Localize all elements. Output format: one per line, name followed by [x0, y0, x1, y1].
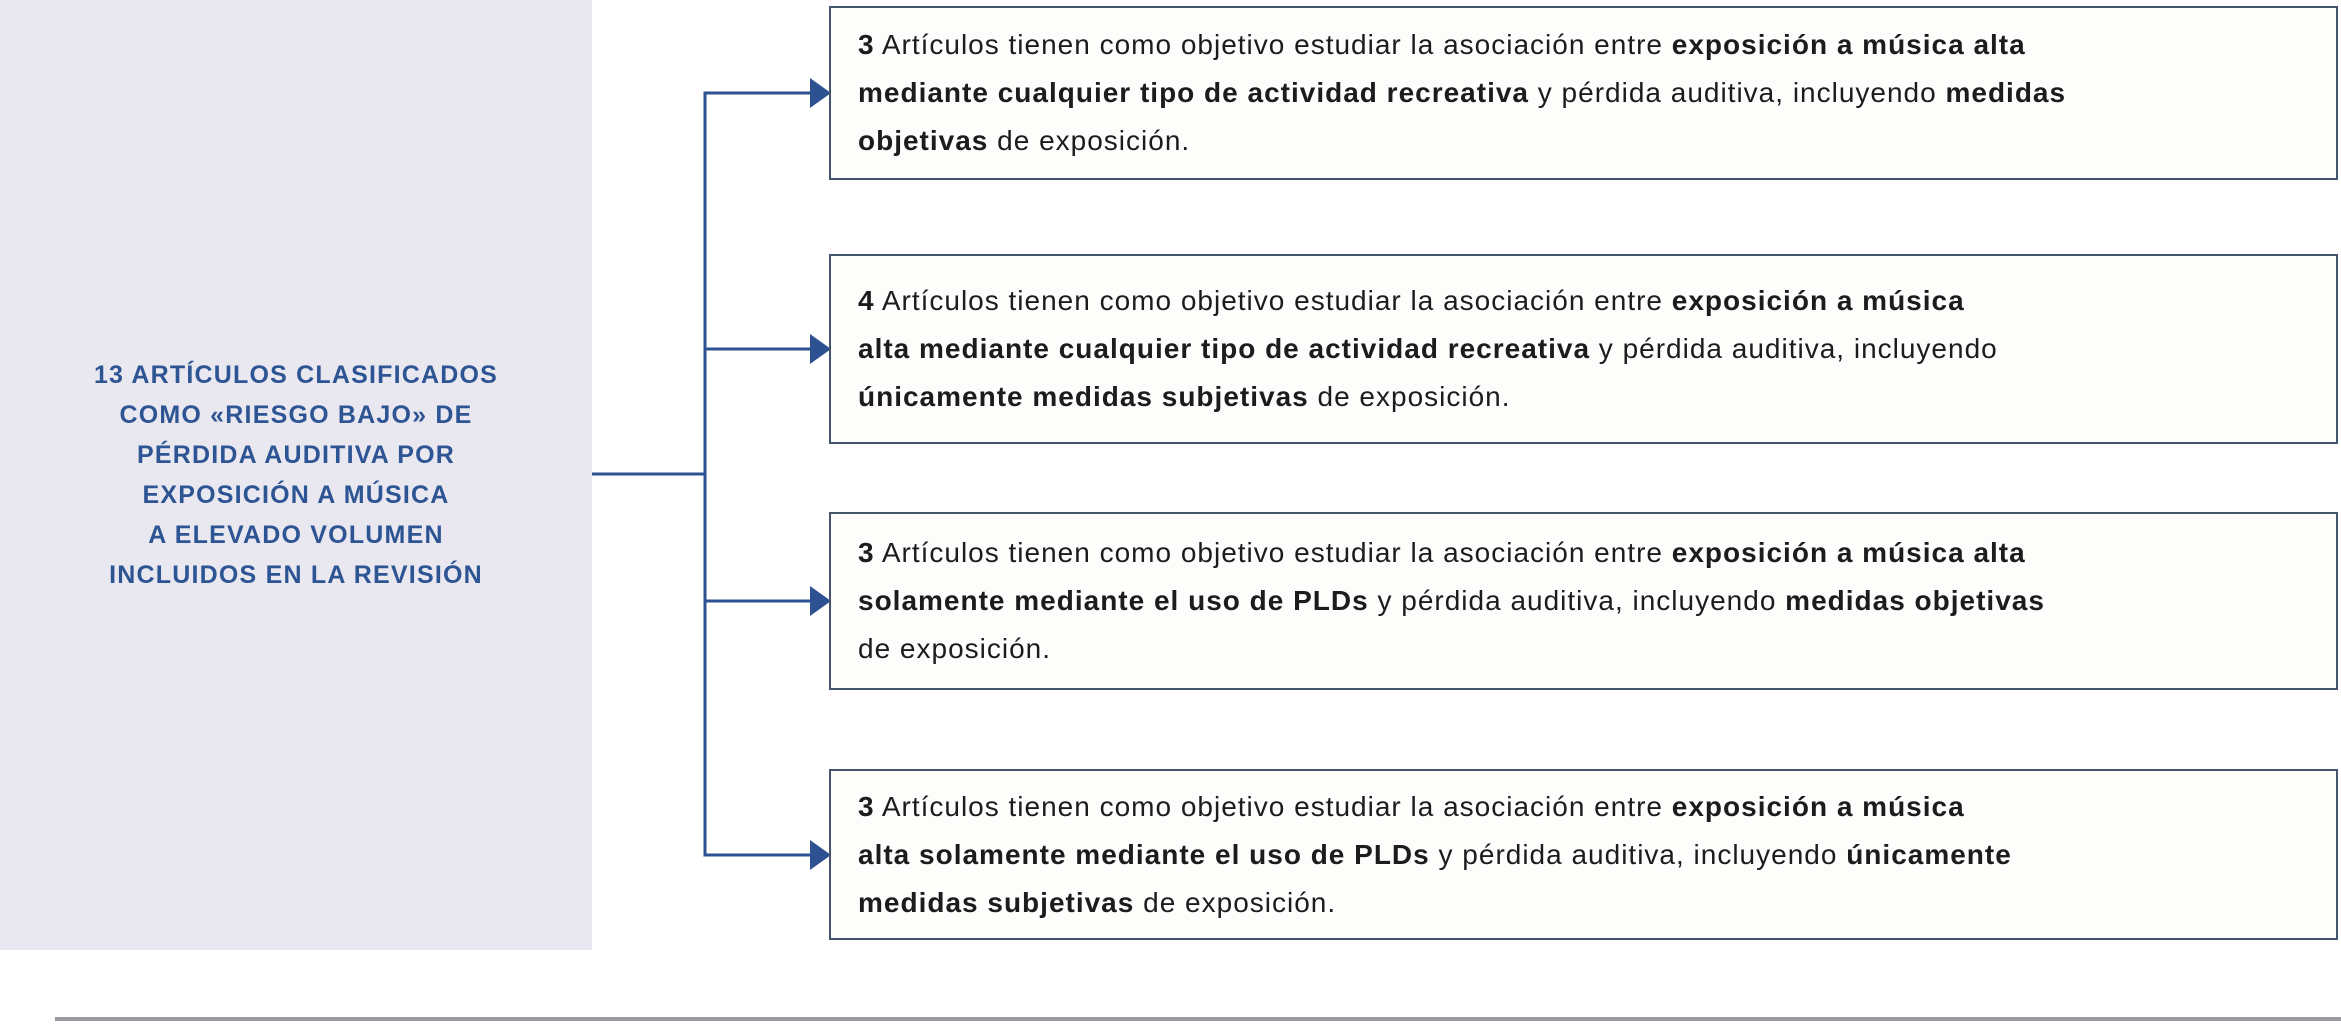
flow-box-3-text: 3 Artículos tienen como objetivo estudia… — [858, 537, 2045, 664]
flow-box-2: 4 Artículos tienen como objetivo estudia… — [829, 254, 2338, 444]
arrow-right-icon — [810, 840, 831, 870]
bottom-divider — [55, 1017, 2341, 1021]
flow-box-1: 3 Artículos tienen como objetivo estudia… — [829, 6, 2338, 180]
flow-box-4-text: 3 Artículos tienen como objetivo estudia… — [858, 790, 2012, 918]
flow-box-2-text: 4 Artículos tienen como objetivo estudia… — [858, 285, 1998, 412]
arrow-right-icon — [810, 78, 831, 108]
flow-box-1-text: 3 Artículos tienen como objetivo estudia… — [858, 29, 2067, 156]
arrow-right-icon — [810, 334, 831, 364]
flow-box-4: 3 Artículos tienen como objetivo estudia… — [829, 769, 2338, 940]
flow-box-3: 3 Artículos tienen como objetivo estudia… — [829, 512, 2338, 690]
arrow-right-icon — [810, 586, 831, 616]
